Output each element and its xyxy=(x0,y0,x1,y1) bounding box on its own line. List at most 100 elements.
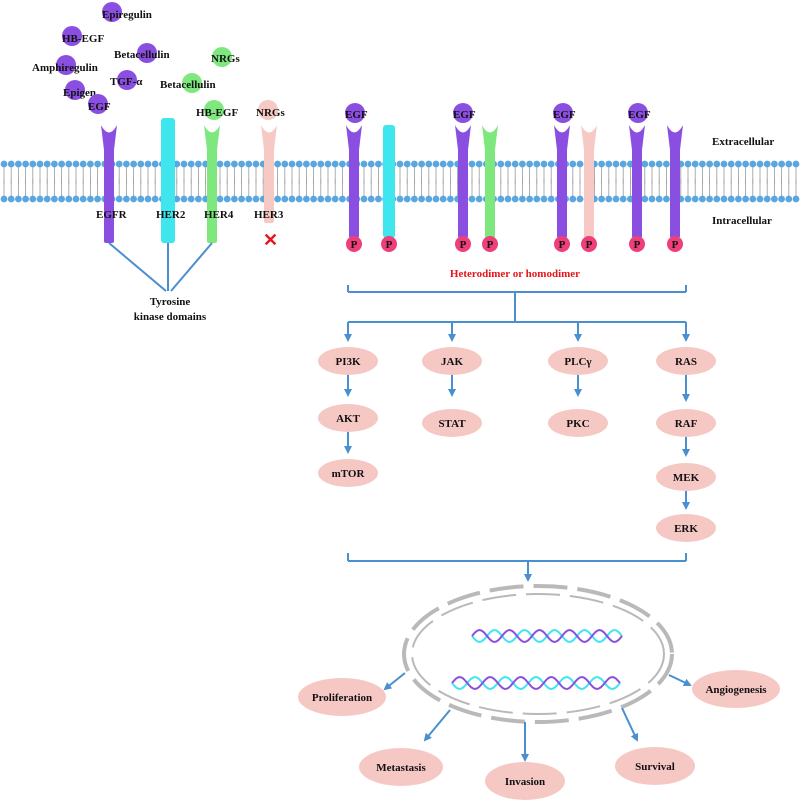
nucleus xyxy=(402,584,674,724)
outcome-angiogenesis-label: Angiogenesis xyxy=(705,684,767,696)
node-plcg xyxy=(548,347,608,375)
outcome-angiogenesis xyxy=(692,670,780,708)
ligand-hbegf-label: HB-EGF xyxy=(62,33,104,45)
tyrosine-label-line1: Tyrosine xyxy=(150,296,191,308)
ligand-tgfa-label: TGF-α xyxy=(110,76,143,88)
outcome-invasion-label: Invasion xyxy=(505,776,545,788)
ligand-egf-label: EGF xyxy=(88,101,111,113)
dimer-egfr-her2: EGF P P xyxy=(345,103,397,252)
ligand-betacellulin-green-label: Betacellulin xyxy=(160,79,216,91)
pathway-pi3k: PI3K AKT mTOR xyxy=(318,347,378,487)
node-raf xyxy=(656,409,716,437)
node-pi3k xyxy=(318,347,378,375)
ligand-epigen-label: Epigen xyxy=(63,87,96,99)
phospho-icon xyxy=(455,236,471,252)
heterodimer-label: Heterodimer or homodimer xyxy=(450,268,580,280)
ligand-nrgs-pink-label: NRGs xyxy=(256,107,285,119)
node-stat-label: STAT xyxy=(438,418,466,430)
node-stat xyxy=(422,409,482,437)
receptor-her2-label: HER2 xyxy=(156,209,186,221)
nucleus-bracket xyxy=(347,553,687,582)
node-ras-label: RAS xyxy=(675,356,697,368)
phospho-label: P xyxy=(672,239,679,251)
ligand-epiregulin-circle xyxy=(102,2,122,22)
outcome-survival xyxy=(615,747,695,785)
pathway-ras: RAS RAF MEK ERK xyxy=(656,347,716,542)
node-akt xyxy=(318,404,378,432)
outcome-invasion xyxy=(485,762,565,800)
receptor-her3-label: HER3 xyxy=(254,209,284,221)
node-pi3k-label: PI3K xyxy=(335,356,361,368)
pathway-plcg: PLCγ PKC xyxy=(548,347,608,437)
extracellular-label: Extracellular xyxy=(712,136,774,148)
phospho-label: P xyxy=(386,239,393,251)
ligand-epiregulin-label: Epiregulin xyxy=(102,9,152,21)
ligand-betacellulin-circle xyxy=(137,43,157,63)
dimer1-egf-label: EGF xyxy=(345,109,368,121)
phospho-label: P xyxy=(460,239,467,251)
ligand-pool: Epiregulin HB-EGF Betacellulin Amphiregu… xyxy=(32,2,285,120)
phospho-icon xyxy=(667,236,683,252)
receptor-her4: HER4 xyxy=(204,125,234,243)
ligand-nrgs-circle xyxy=(212,47,232,67)
intracellular-label: Intracellular xyxy=(712,215,772,227)
tyrosine-kinase-connectors xyxy=(108,242,213,292)
phospho-icon xyxy=(581,236,597,252)
her3-no-kinase-icon: ✕ xyxy=(263,230,278,250)
ligand-nrgs-pink-circle xyxy=(258,100,278,120)
phospho-icon xyxy=(482,236,498,252)
node-erk xyxy=(656,514,716,542)
node-akt-label: AKT xyxy=(336,413,361,425)
ligand-betacellulin-green-circle xyxy=(182,73,202,93)
outcome-metastasis xyxy=(359,748,443,786)
dna-helix-icon xyxy=(451,628,623,691)
node-mtor-label: mTOR xyxy=(332,468,366,480)
receptor-egfr: EGFR xyxy=(96,125,128,243)
ligand-amphiregulin-label: Amphiregulin xyxy=(32,62,98,74)
node-mek xyxy=(656,463,716,491)
phospho-label: P xyxy=(559,239,566,251)
dimer-egfr-her4: EGF P P xyxy=(453,103,498,252)
outcome-proliferation-label: Proliferation xyxy=(312,692,372,704)
dimer3-egf-label: EGF xyxy=(553,109,576,121)
ligand-hbegf-green-circle xyxy=(204,100,224,120)
receptor-her2: HER2 xyxy=(156,118,186,243)
receptor-her4-label: HER4 xyxy=(204,209,234,221)
phospho-icon xyxy=(346,236,362,252)
ligand-epigen-circle xyxy=(65,80,85,100)
node-pkc xyxy=(548,409,608,437)
node-ras xyxy=(656,347,716,375)
phospho-label: P xyxy=(586,239,593,251)
dimer-egfr-egfr: EGF P P xyxy=(628,103,683,252)
phospho-label: P xyxy=(351,239,358,251)
outcome-proliferation xyxy=(298,678,386,716)
receptor-her3: HER3 ✕ xyxy=(254,125,284,250)
node-plcg-label: PLCγ xyxy=(564,356,591,368)
phospho-icon xyxy=(629,236,645,252)
phospho-icon xyxy=(381,236,397,252)
phospho-label: P xyxy=(487,239,494,251)
ligand-egf-circle xyxy=(88,94,108,114)
outcome-survival-label: Survival xyxy=(635,761,675,773)
dimer4-egf-label: EGF xyxy=(628,109,651,121)
node-erk-label: ERK xyxy=(674,523,698,535)
receptor-egfr-label: EGFR xyxy=(96,209,128,221)
pathway-jak: JAK STAT xyxy=(422,347,482,437)
node-mek-label: MEK xyxy=(673,472,700,484)
heterodimer-bracket xyxy=(344,285,690,342)
ligand-nrgs-label: NRGs xyxy=(211,53,240,65)
node-raf-label: RAF xyxy=(675,418,698,430)
node-jak-label: JAK xyxy=(441,356,463,368)
outcome-metastasis-label: Metastasis xyxy=(376,762,426,774)
node-mtor xyxy=(318,459,378,487)
outcome-arrows xyxy=(383,672,692,762)
node-pkc-label: PKC xyxy=(566,418,589,430)
tyrosine-label-line2: kinase domains xyxy=(134,311,207,323)
ligand-hbegf-circle xyxy=(62,26,82,46)
phospho-label: P xyxy=(634,239,641,251)
ligand-betacellulin-label: Betacellulin xyxy=(114,49,170,61)
ligand-hbegf-green-label: HB-EGF xyxy=(196,107,238,119)
ligand-amphiregulin-circle xyxy=(56,55,76,75)
dimer2-egf-label: EGF xyxy=(453,109,476,121)
